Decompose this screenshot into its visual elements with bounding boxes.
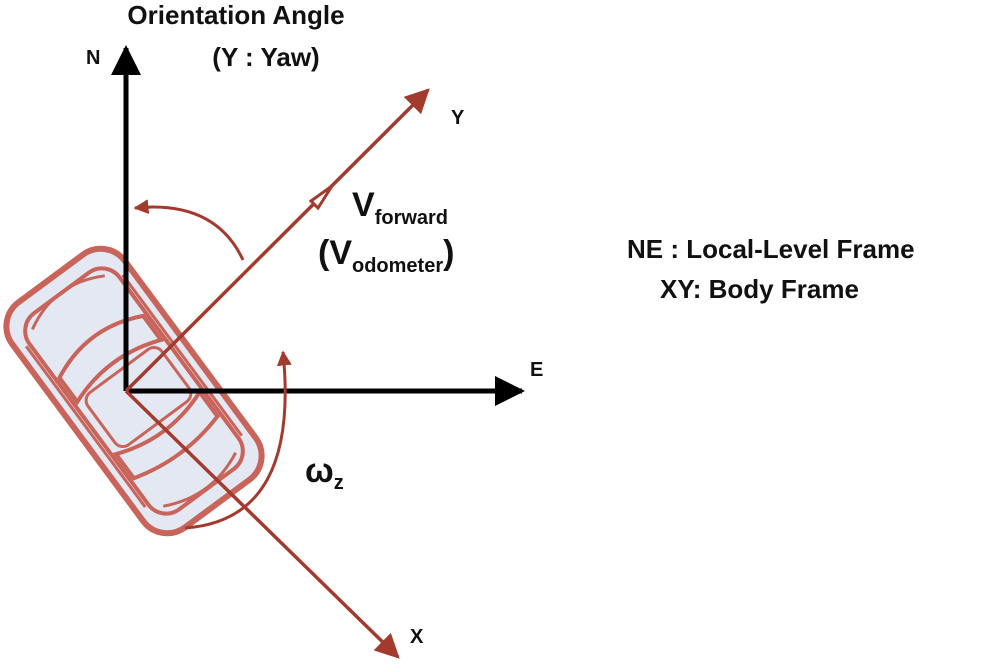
body-y-axis (124, 88, 430, 393)
omega-subscript: z (334, 472, 344, 494)
north-axis-label: N (86, 47, 100, 69)
east-axis-label: E (530, 359, 543, 381)
yaw-angle-arc (133, 199, 245, 261)
velocity-odometer-subscript: odometer (352, 255, 443, 277)
body-x-axis (124, 389, 400, 659)
diagram-title-line1: Orientation Angle (127, 0, 344, 30)
legend-body-frame: XY: Body Frame (660, 274, 859, 304)
angular-rate-label: ωz (305, 452, 344, 494)
omega-symbol: ω (305, 452, 334, 490)
diagram-title-line2: (Y : Yaw) (212, 42, 319, 72)
velocity-forward-subscript: forward (375, 207, 448, 229)
velocity-arrowhead (308, 184, 334, 211)
angular-rate-arc (184, 350, 292, 530)
body-y-axis-label: Y (451, 107, 465, 129)
velocity-symbol: V (352, 186, 375, 224)
velocity-forward-label: Vforward (352, 186, 448, 229)
velocity-odometer-label: (Vodometer) (318, 234, 454, 277)
legend-local-level-frame: NE : Local-Level Frame (627, 234, 915, 264)
body-x-axis-label: X (410, 626, 424, 648)
velocity-odometer-close: ) (443, 234, 454, 272)
velocity-odometer-open: (V (318, 234, 352, 272)
